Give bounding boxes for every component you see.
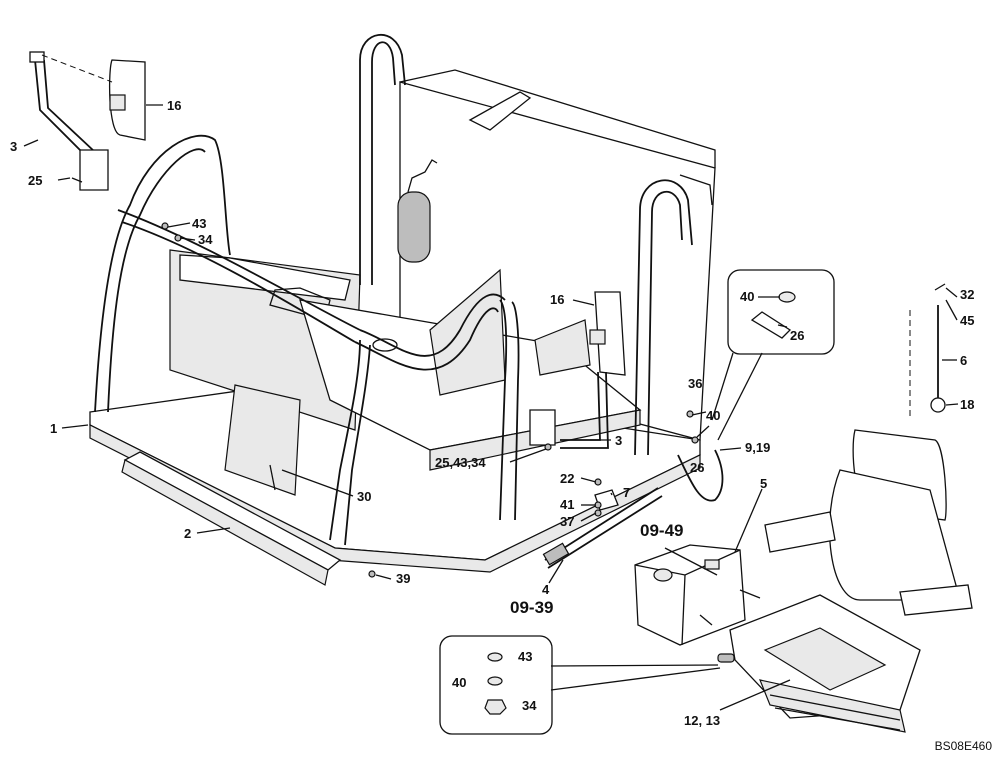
drawing-code: BS08E460 bbox=[935, 739, 993, 753]
reference-09-39: 09-39 bbox=[510, 598, 553, 617]
callout-40-detail-bottom: 40 bbox=[452, 675, 466, 690]
callout-43-detail: 43 bbox=[518, 649, 532, 664]
callout-12-13: 12, 13 bbox=[684, 713, 720, 728]
part-9-19-cable bbox=[677, 449, 724, 502]
callout-4: 4 bbox=[542, 582, 550, 597]
callout-37: 37 bbox=[560, 514, 574, 529]
callout-16-left: 16 bbox=[167, 98, 181, 113]
leader-lines bbox=[23, 104, 959, 711]
part-6-belt bbox=[909, 283, 946, 420]
callout-25-43-34: 25,43,34 bbox=[435, 455, 486, 470]
part-5-console bbox=[634, 544, 761, 646]
callout-34-frame: 34 bbox=[198, 232, 213, 247]
callout-25: 25 bbox=[28, 173, 42, 188]
callout-18: 18 bbox=[960, 397, 974, 412]
callout-34-detail: 34 bbox=[522, 698, 537, 713]
fire-extinguisher-icon bbox=[397, 159, 438, 263]
callout-1: 1 bbox=[50, 421, 57, 436]
callout-45: 45 bbox=[960, 313, 974, 328]
callout-3-left: 3 bbox=[10, 139, 17, 154]
callout-9-19: 9,19 bbox=[745, 440, 770, 455]
callout-labels: 1 2 3 3 4 5 6 7 9,19 12, 13 16 16 18 22 … bbox=[10, 98, 992, 753]
callout-22: 22 bbox=[560, 471, 574, 486]
part-30-bolt bbox=[269, 464, 276, 491]
callout-5: 5 bbox=[760, 476, 767, 491]
part-2-guard bbox=[121, 451, 342, 586]
callout-3-right: 3 bbox=[615, 433, 622, 448]
callout-32: 32 bbox=[960, 287, 974, 302]
callout-7: 7 bbox=[623, 485, 630, 500]
detail-box-bolt bbox=[727, 269, 835, 355]
reference-09-49: 09-49 bbox=[640, 521, 683, 540]
callout-6: 6 bbox=[960, 353, 967, 368]
callout-30: 30 bbox=[357, 489, 371, 504]
callout-40-detail-top: 40 bbox=[740, 289, 754, 304]
callout-36: 36 bbox=[688, 376, 702, 391]
callout-40: 40 bbox=[706, 408, 720, 423]
callout-2: 2 bbox=[184, 526, 191, 541]
part-4-rod bbox=[542, 487, 663, 569]
right-mirror-assembly bbox=[529, 291, 626, 449]
callout-43-frame: 43 bbox=[192, 216, 206, 231]
hardware-fasteners bbox=[71, 177, 699, 578]
callout-16-right: 16 bbox=[550, 292, 564, 307]
callout-39: 39 bbox=[396, 571, 410, 586]
callout-26-detail: 26 bbox=[790, 328, 804, 343]
detail-box-nuts bbox=[439, 635, 553, 735]
left-mirror-assembly bbox=[29, 51, 146, 191]
callout-41: 41 bbox=[560, 497, 574, 512]
callout-26: 26 bbox=[690, 460, 704, 475]
part-12-13-seat bbox=[717, 429, 973, 733]
rops-frame bbox=[94, 34, 693, 546]
